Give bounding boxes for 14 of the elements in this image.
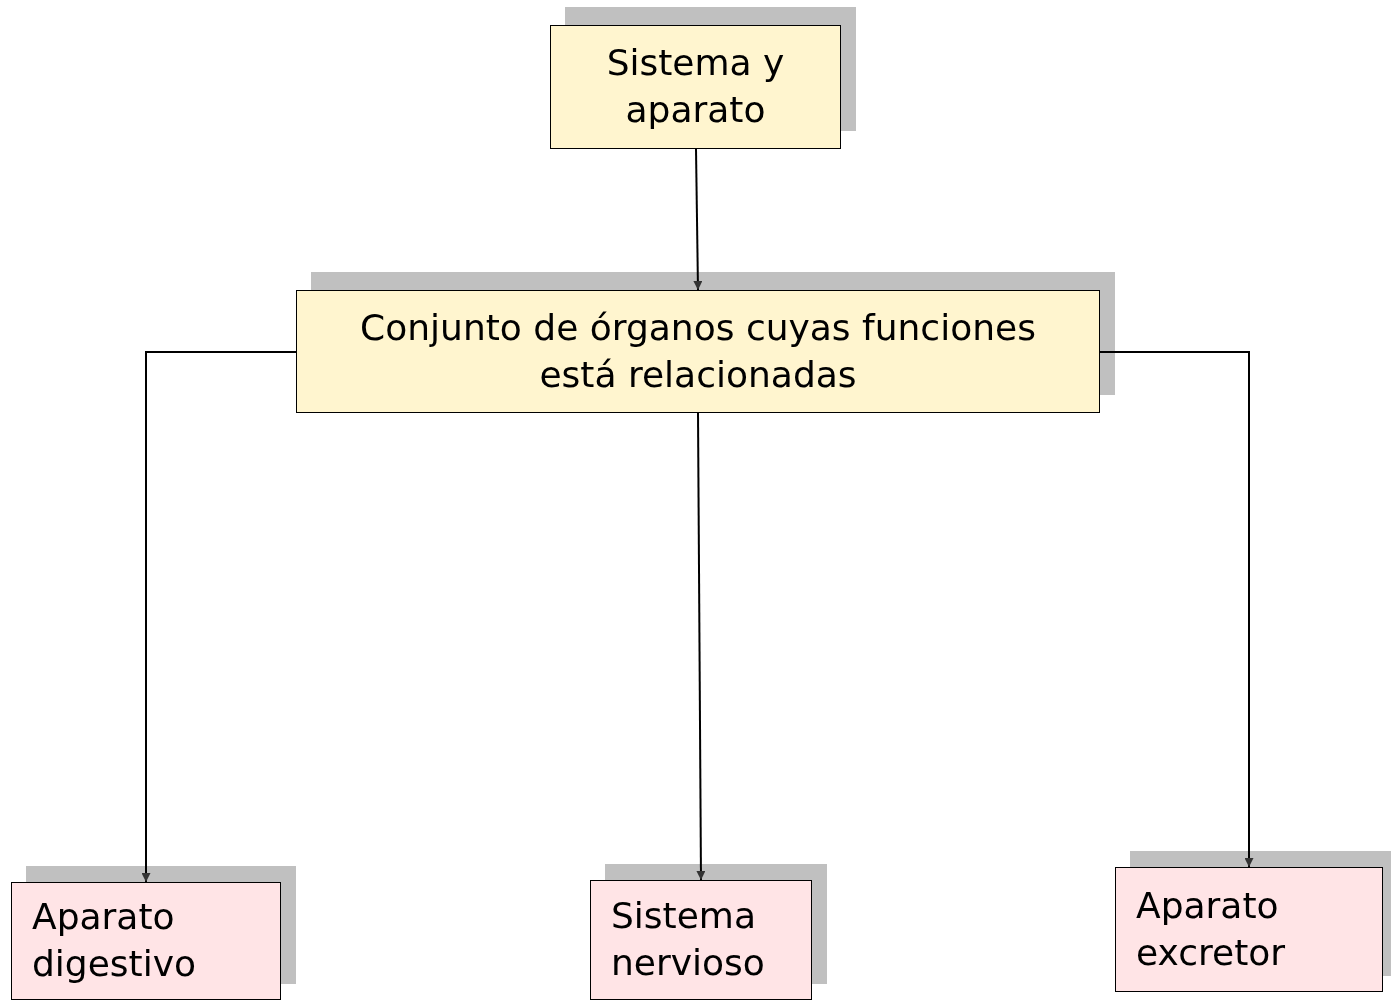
concept-box bbox=[296, 290, 1100, 413]
node-label: Aparato digestivo bbox=[32, 895, 198, 986]
node-label: Conjunto de órganos cuyas funciones está relacionadas bbox=[359, 305, 1037, 397]
arrow bbox=[693, 148, 703, 291]
arrow bbox=[696, 412, 706, 881]
concept-box bbox=[590, 880, 812, 1000]
node-label: Sistema y aparato bbox=[605, 41, 786, 132]
arrow bbox=[1099, 351, 1254, 868]
arrow bbox=[141, 351, 297, 883]
node-label: Sistema nervioso bbox=[611, 894, 766, 985]
concept-box bbox=[550, 25, 841, 149]
concept-box bbox=[11, 882, 281, 1000]
concept-box bbox=[1115, 867, 1383, 992]
node-label: Aparato excretor bbox=[1136, 883, 1287, 975]
